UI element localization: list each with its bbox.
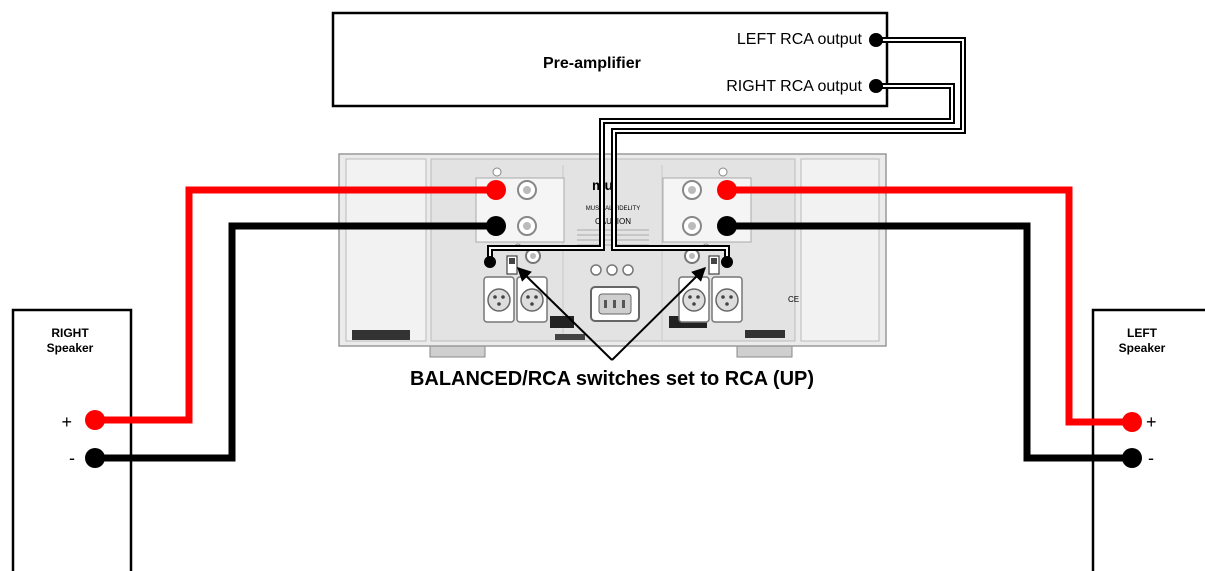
preamp-right-output-jack (869, 79, 883, 93)
left-speaker-box: LEFT Speaker + - (1091, 308, 1205, 571)
balanced-rca-switch-left-channel (708, 255, 720, 275)
right-speaker-positive-terminal (85, 410, 105, 430)
power-inlet (590, 286, 640, 322)
amp-left-positive-terminal (717, 180, 737, 200)
right-rca-interconnect (487, 83, 955, 262)
svg-text:CE: CE (788, 295, 799, 304)
preamp-left-output-label: LEFT RCA output (737, 31, 863, 48)
amp-left-negative-terminal (717, 216, 737, 236)
left-negative-speaker-wire (727, 222, 1132, 462)
right-speaker-label-line1: RIGHT (51, 326, 89, 340)
left-speaker-label-line2: Speaker (1119, 341, 1166, 355)
left-speaker-label-line1: LEFT (1127, 326, 1158, 340)
left-speaker-negative-terminal (1122, 448, 1142, 468)
preamp-right-output-label: RIGHT RCA output (726, 78, 862, 95)
right-speaker-negative-terminal (85, 448, 105, 468)
xlr-connector (678, 276, 710, 323)
right-positive-speaker-wire (95, 186, 496, 424)
preamp-left-output-jack (869, 33, 883, 47)
amp-right-rca-input-jack (484, 256, 496, 268)
right-speaker-label-line2: Speaker (47, 341, 94, 355)
preamp-title: Pre-amplifier (543, 55, 641, 72)
right-speaker-plus-sign: + (61, 412, 72, 432)
left-speaker-minus-sign: - (1148, 448, 1154, 468)
balanced-rca-switch-right-channel (506, 255, 518, 275)
switch-annotation: BALANCED/RCA switches set to RCA (UP) (410, 368, 814, 390)
xlr-connector (483, 276, 515, 323)
amp-right-negative-terminal (486, 216, 506, 236)
preamp-box: Pre-amplifier LEFT RCA output RIGHT RCA … (331, 11, 889, 108)
right-speaker-box: RIGHT Speaker + - (11, 308, 133, 571)
xlr-connector (711, 276, 743, 323)
right-negative-speaker-wire (95, 222, 496, 462)
amp-left-rca-input-jack (721, 256, 733, 268)
amp-right-positive-terminal (486, 180, 506, 200)
left-rca-interconnect (611, 37, 966, 262)
xlr-connector (516, 276, 548, 323)
left-speaker-plus-sign: + (1146, 412, 1157, 432)
right-speaker-minus-sign: - (69, 448, 75, 468)
annotation-arrows (516, 267, 706, 361)
left-speaker-positive-terminal (1122, 412, 1142, 432)
left-positive-speaker-wire (727, 186, 1132, 426)
